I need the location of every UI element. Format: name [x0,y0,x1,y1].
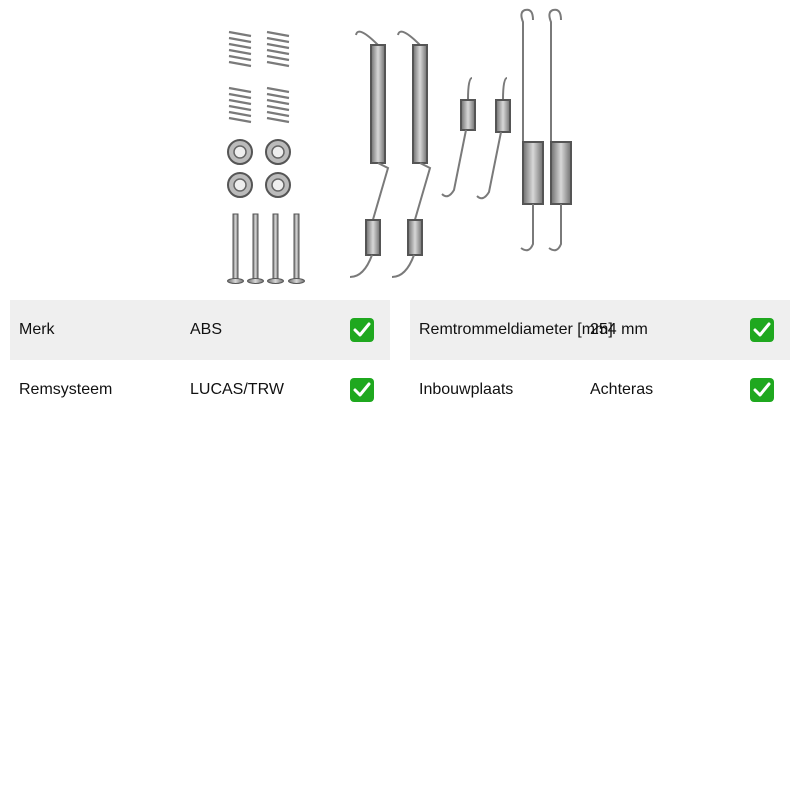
spec-label: Remsysteem [19,381,113,398]
product-image [227,8,572,284]
check-mark-icon [350,318,374,342]
spec-row-remtrommeldiameter: Remtrommeldiameter [mm] 254 mm [410,300,790,360]
short-spring-icon [441,77,511,200]
spec-label: Inbouwplaats [419,381,514,398]
spec-row-inbouwplaats: Inbouwplaats Achteras [410,360,790,420]
spec-label: Remtrommeldiameter [mm] [419,321,613,338]
spec-row-merk: Merk ABS [10,300,390,360]
check-mark-icon [750,378,774,402]
check-mark-icon [350,378,374,402]
adjuster-spring-icon [520,8,572,252]
spring-cup-icon [227,139,291,198]
spec-row-remsysteem: Remsysteem LUCAS/TRW [10,360,390,420]
compression-spring-icon [228,30,290,124]
check-mark-icon [750,318,774,342]
hold-down-pin-icon [227,213,305,284]
spec-value: Achteras [590,381,654,398]
spec-value: LUCAS/TRW [190,381,284,398]
spec-table-right: Remtrommeldiameter [mm] 254 mm Inbouwpla… [410,300,790,420]
spec-value: ABS [190,321,223,338]
spec-value: 254 mm [590,321,648,338]
return-spring-icon [349,30,432,278]
spec-label: Merk [19,321,55,338]
spec-table-left: Merk ABS Remsysteem LUCAS/TRW [10,300,390,420]
